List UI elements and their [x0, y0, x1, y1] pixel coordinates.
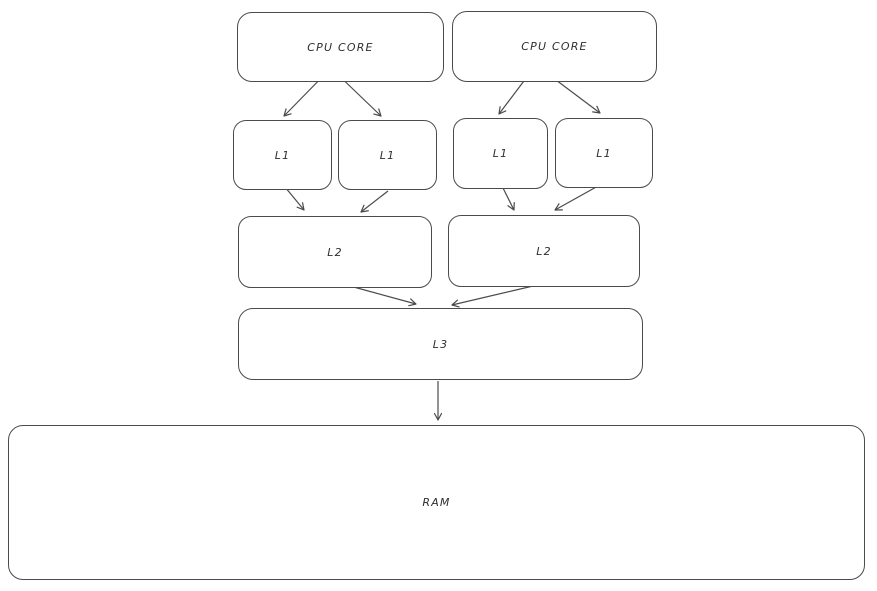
node-cpu-core-1-label: CPU CORE — [307, 40, 374, 54]
node-ram-label: RAM — [422, 496, 451, 509]
arrow-l1a-l2a — [284, 186, 305, 211]
node-cpu-core-1: CPU CORE — [237, 12, 444, 82]
node-l2-1-label: L2 — [327, 245, 343, 259]
arrow-l2b-l3 — [451, 285, 534, 308]
node-l2-1: L2 — [238, 216, 432, 288]
node-l1-2-label: L1 — [379, 148, 396, 162]
node-l2-2-label: L2 — [536, 244, 552, 258]
node-l1-3-label: L1 — [492, 147, 509, 160]
node-cpu-core-2: CPU CORE — [452, 11, 657, 82]
node-ram: RAM — [8, 425, 865, 580]
node-l1-1-label: L1 — [274, 148, 291, 162]
arrow-l2a-l3 — [349, 285, 417, 307]
node-cpu-core-2-label: CPU CORE — [521, 40, 588, 53]
arrow-l1b-l2a — [360, 190, 389, 213]
node-l3-label: L3 — [432, 337, 449, 351]
node-l2-2: L2 — [448, 215, 640, 287]
node-l3: L3 — [238, 308, 643, 380]
node-l1-3: L1 — [453, 118, 548, 189]
node-l1-4: L1 — [555, 118, 653, 188]
arrow-l1d-l2b — [554, 185, 599, 211]
node-l1-2: L1 — [338, 120, 437, 190]
node-l1-4-label: L1 — [596, 146, 612, 160]
arrow-l1c-l2b — [502, 187, 515, 211]
node-l1-1: L1 — [233, 120, 332, 190]
